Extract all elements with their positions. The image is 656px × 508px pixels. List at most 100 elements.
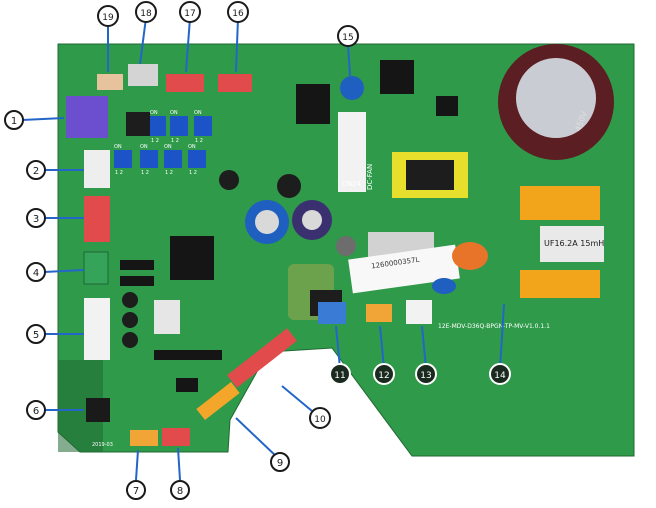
dip-12-d: 1 2 — [115, 170, 123, 176]
board-id-text: 12E-MDV-D36Q-BPGN-TP-MV-V1.0.1.1 — [438, 323, 550, 330]
dip-switch-b — [170, 116, 188, 136]
label-11-text: 11 — [334, 371, 345, 381]
label-19-text: 19 — [102, 13, 114, 23]
arrow-12 — [379, 325, 385, 369]
label-12-text: 12 — [378, 371, 389, 381]
cap-blue-large-core — [255, 210, 279, 234]
small-ic-top-right — [436, 96, 458, 116]
label-11-circle — [329, 363, 351, 385]
arrow-17 — [185, 17, 191, 73]
cap-small-rowB — [122, 312, 138, 328]
connector-11 — [318, 302, 346, 324]
label-13-text: 13 — [420, 371, 431, 381]
cap-15 — [340, 76, 364, 100]
dip-12-b: 1 2 — [171, 138, 179, 144]
label-9-text: 9 — [277, 458, 283, 469]
white-relay — [154, 300, 180, 334]
filter-block-top — [520, 186, 600, 220]
connector-8 — [162, 428, 190, 446]
label-7-text: 7 — [133, 486, 139, 497]
label-3-text: 3 — [33, 214, 39, 225]
dip-switch-g — [188, 150, 206, 168]
label-1-text: 1 — [11, 116, 17, 127]
dip-switch-e — [140, 150, 158, 168]
dc-fan-text: DC-FAN — [366, 164, 374, 190]
label-15-text: 15 — [342, 33, 353, 43]
dip-switch-rotary — [126, 112, 150, 136]
label-1-circle — [4, 110, 24, 130]
dip-12-e: 1 2 — [141, 170, 149, 176]
ic-row-2 — [120, 276, 154, 286]
dip-switch-a — [150, 116, 166, 136]
label-6-circle — [26, 400, 46, 420]
dip-on-1: ON — [150, 110, 158, 116]
cap-small-mid — [336, 236, 356, 256]
label-4-circle — [26, 262, 46, 282]
label-8-text: 8 — [177, 486, 183, 497]
connector-7 — [130, 430, 158, 446]
transformer-core — [406, 160, 454, 190]
connector-12 — [366, 304, 392, 322]
connector-3 — [84, 196, 110, 242]
label-9-circle — [270, 452, 290, 472]
filter-text: UF16.2A 15mH — [544, 239, 604, 248]
cap-blue-small — [432, 278, 456, 294]
dip-on-7: ON — [188, 144, 196, 150]
dip-switch-f — [164, 150, 182, 168]
arrow-4 — [43, 269, 85, 273]
connector-13 — [406, 300, 432, 324]
arrow-7 — [135, 449, 139, 481]
dip-switch-d — [114, 150, 132, 168]
connector-19 — [97, 74, 123, 90]
label-18-circle — [135, 1, 157, 23]
big-capacitor-top — [516, 58, 596, 138]
label-16-circle — [227, 1, 249, 23]
label-17-text: 17 — [184, 9, 195, 19]
label-3-circle — [26, 208, 46, 228]
label-2-text: 2 — [33, 166, 39, 177]
arrow-14 — [499, 303, 505, 369]
connector-18 — [128, 64, 158, 86]
arrow-18 — [139, 17, 147, 65]
connector-2 — [84, 150, 110, 188]
black-regulator — [380, 60, 414, 94]
label-10-text: 10 — [314, 415, 326, 425]
label-2-circle — [26, 160, 46, 180]
label-8-circle — [170, 480, 190, 500]
cap-black-2 — [219, 170, 239, 190]
cap-orange — [452, 242, 488, 270]
connector-1 — [66, 96, 108, 138]
ic-row-1 — [120, 260, 154, 270]
connector-6 — [86, 398, 110, 422]
connector-10 — [227, 328, 297, 388]
cap-small-rowA — [122, 292, 138, 308]
label-14-text: 14 — [494, 371, 506, 381]
arrow-8 — [177, 447, 181, 481]
label-4-text: 4 — [33, 268, 39, 279]
dip-12-a: 1 2 — [151, 138, 159, 144]
dip-12-c: 1 2 — [195, 138, 203, 144]
connector-9 — [196, 381, 240, 421]
dip-on-3: ON — [194, 110, 202, 116]
filter-block-bottom — [520, 270, 600, 298]
label-6-text: 6 — [33, 406, 39, 417]
dip-12-f: 1 2 — [165, 170, 173, 176]
ic-row-3 — [154, 350, 188, 360]
dip-12-g: 1 2 — [189, 170, 197, 176]
arrow-16 — [235, 17, 239, 73]
connector-4 — [83, 251, 109, 285]
arrow-11 — [335, 325, 341, 369]
label-13-circle — [415, 363, 437, 385]
label-7-circle — [126, 480, 146, 500]
dip-on-6: ON — [164, 144, 172, 150]
label-circle-group: 1 2 3 4 5 6 7 8 9 10 15 16 17 18 19 — [4, 1, 359, 500]
arrow-13 — [421, 325, 427, 369]
ic-small-1 — [176, 378, 198, 392]
cap-small-rowC — [122, 332, 138, 348]
arrow-15 — [347, 43, 351, 77]
label-5-text: 5 — [33, 330, 39, 341]
label-dark-circle-group: 11 12 13 14 — [329, 363, 511, 385]
dip-switch-c — [194, 116, 212, 136]
connector-5 — [84, 298, 110, 360]
